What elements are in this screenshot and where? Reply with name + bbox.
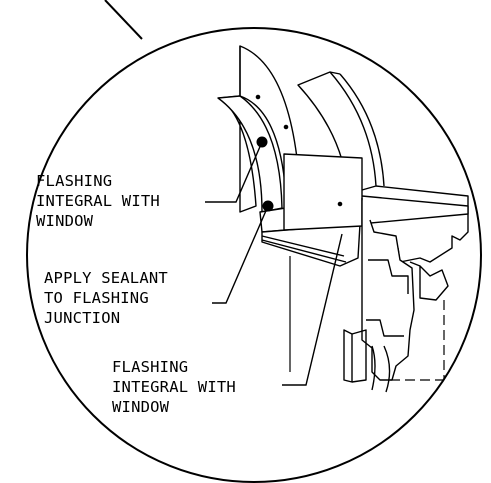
sill-line-1: [261, 235, 345, 257]
frame-extrusion: [361, 198, 415, 381]
leader-line-3: [282, 233, 343, 386]
callout-flashing-lower-line-2: INTEGRAL WITH: [112, 378, 236, 396]
extrusion-detail-2: [366, 319, 404, 337]
callout-flashing-lower: FLASHING INTEGRAL WITH WINDOW: [112, 233, 343, 416]
extrusion-detail-6: [419, 265, 449, 301]
sill-line-2: [261, 239, 347, 263]
extrusion-detail-3: [371, 345, 391, 393]
extrusion-detail-4: [343, 329, 353, 383]
detail-leader-line: [104, 0, 143, 40]
fastener-1: [255, 94, 261, 100]
callout-sealant-line-2: TO FLASHING: [44, 289, 149, 307]
extrusion-detail-7: [409, 261, 421, 267]
callout-sealant: APPLY SEALANT TO FLASHING JUNCTION: [44, 200, 274, 327]
sill-front: [261, 223, 361, 267]
window-frame-assembly: [217, 45, 469, 393]
callout-sealant-line-1: APPLY SEALANT: [44, 269, 168, 287]
leader-line-2: [212, 205, 269, 304]
leader-dot-2: [262, 200, 274, 212]
extrusion-detail-5: [351, 329, 367, 383]
fastener-2: [283, 124, 289, 130]
callout-flashing-lower-line-3: WINDOW: [112, 398, 170, 416]
extrusion-detail-1: [368, 259, 409, 294]
detail-circle: [26, 27, 482, 483]
fastener-4: [337, 201, 343, 207]
callout-flashing-lower-line-1: FLASHING: [112, 358, 188, 376]
callout-flashing-upper-line-1: FLASHING: [36, 172, 112, 190]
callout-sealant-line-3: JUNCTION: [44, 309, 120, 327]
arched-frame-edge: [329, 71, 341, 75]
callout-flashing-upper-line-2: INTEGRAL WITH: [36, 192, 160, 210]
leader-line-1: [205, 141, 263, 203]
callout-flashing-upper-line-3: WINDOW: [36, 212, 94, 230]
callout-flashing-upper: FLASHING INTEGRAL WITH WINDOW: [36, 136, 268, 230]
arched-frame-edge-2: [339, 73, 385, 187]
flashing-fin-lower: [283, 153, 363, 231]
leader-dot-1: [256, 136, 268, 148]
